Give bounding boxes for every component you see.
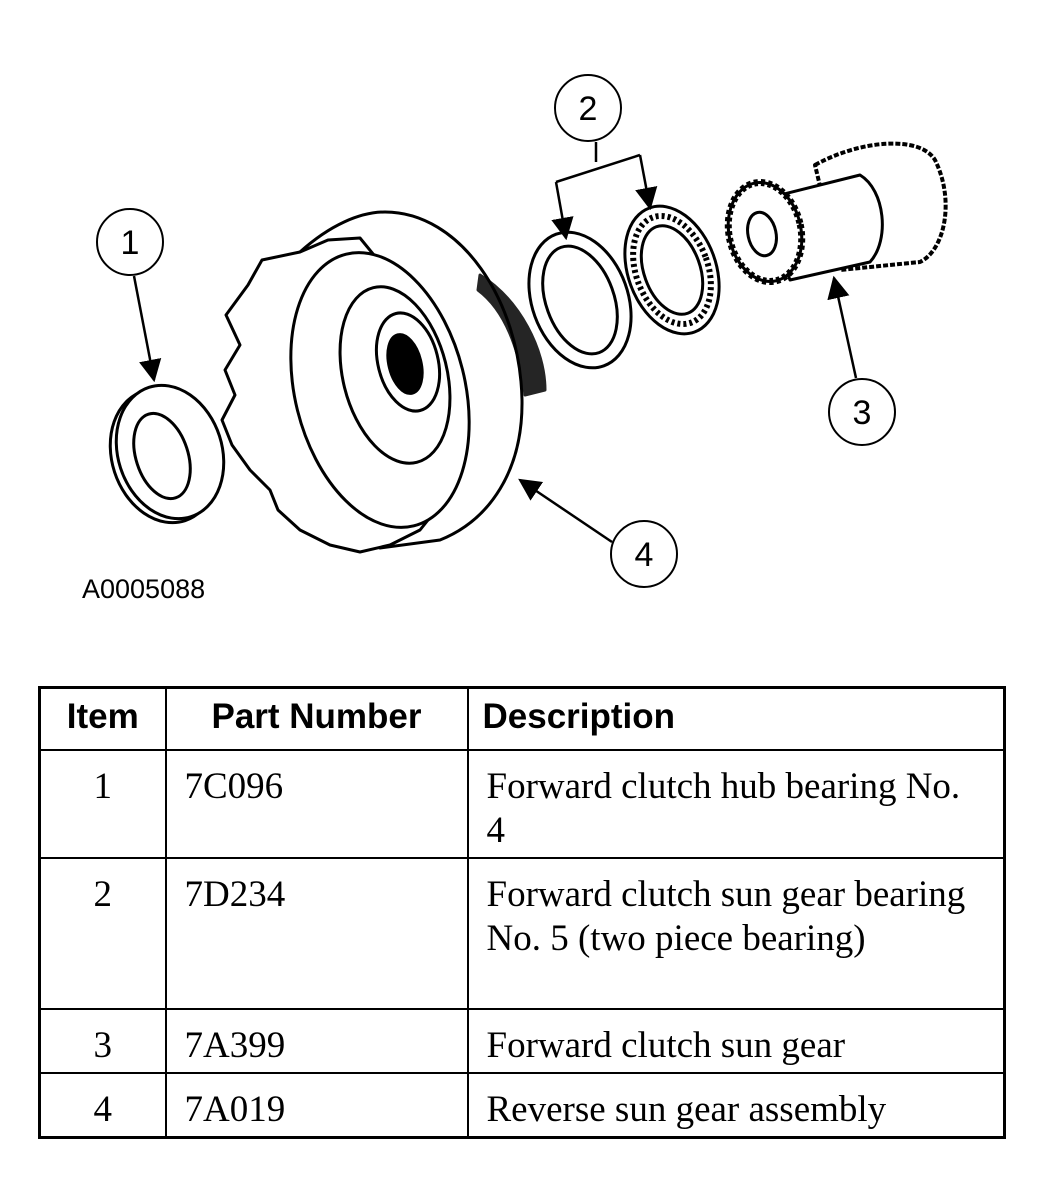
callout-1: 1 [96,208,164,383]
callout-1-label: 1 [121,224,140,262]
row-part-number: 7A019 [164,1072,469,1139]
row-description: Forward clutch sun gear bearing No. 5 (t… [466,857,1006,1010]
part-2-sun-gear-bearing-illustration [527,204,721,370]
callout-4: 4 [518,478,678,588]
table-row: 3 7A399 Forward clutch sun gear [38,1008,1006,1074]
callout-2-label: 2 [579,90,598,128]
table-row: 4 7A019 Reverse sun gear assembly [38,1072,1006,1139]
exploded-parts-diagram: 1 2 3 4 [96,74,948,588]
row-part-number: 7C096 [164,749,469,859]
part-1-hub-bearing-illustration [108,383,226,525]
row-description: Reverse sun gear assembly [466,1072,1006,1139]
row-description: Forward clutch hub bearing No. 4 [466,749,1006,859]
row-part-number: 7A399 [164,1008,469,1074]
part-3-forward-sun-gear-illustration [724,141,948,285]
callout-4-label: 4 [635,536,654,574]
callout-2: 2 [551,74,658,241]
callout-3-label: 3 [853,394,872,432]
parts-table-header-row: Item Part Number Description [38,686,1006,751]
row-item: 1 [38,749,167,859]
row-part-number: 7D234 [164,857,469,1010]
table-row: 2 7D234 Forward clutch sun gear bearing … [38,857,1006,1010]
callout-3: 3 [827,275,896,446]
row-item: 4 [38,1072,167,1139]
row-item: 3 [38,1008,167,1074]
parts-table: Item Part Number Description 1 7C096 For… [38,686,1006,1139]
row-description: Forward clutch sun gear [466,1008,1006,1074]
figure-id: A0005088 [82,574,206,604]
table-row: 1 7C096 Forward clutch hub bearing No. 4 [38,749,1006,859]
part-4-reverse-sun-gear-illustration [220,210,547,554]
header-part-number: Part Number [164,686,469,751]
row-item: 2 [38,857,167,1010]
header-description: Description [466,686,1006,751]
header-item: Item [38,686,167,751]
